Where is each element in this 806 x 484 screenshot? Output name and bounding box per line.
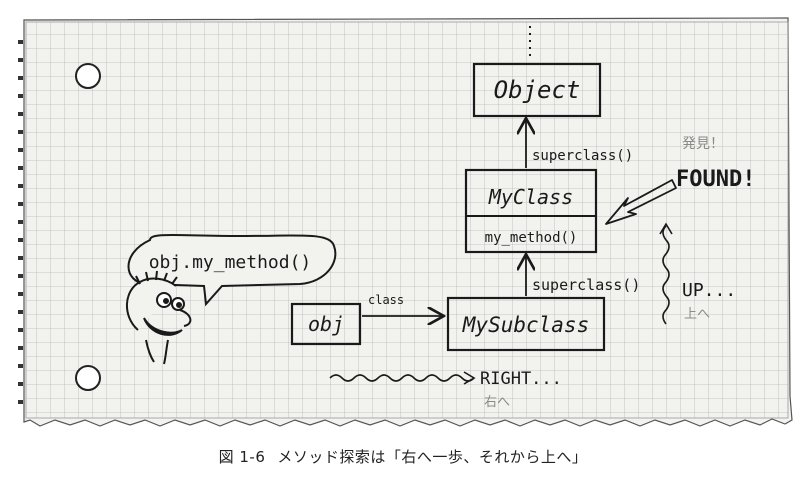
character-nose [179,309,192,327]
binder-holes [75,63,101,391]
right-arrowhead [463,371,476,385]
notebook-paper [23,17,793,427]
right-jp-label: 右へ [484,395,510,410]
found-en-label: FOUND! [676,167,755,192]
myclass-box: MyClass my_method() [464,168,598,254]
speech-bubble-text: obj.my_method() [149,252,312,273]
mysubclass-label: MySubclass [462,313,589,337]
speech-bubble: obj.my_method() [127,234,337,307]
object-class-box: Object [472,62,602,118]
binder-hole-bottom [75,365,101,391]
up-jp-label: 上へ [684,307,710,322]
myclass-label: MyClass [488,185,573,209]
right-wavy-arrow [329,374,475,382]
obj-instance-box: obj [290,302,362,346]
up-en-label: UP... [682,280,736,301]
superclass-label-lower: superclass() [532,276,640,294]
mysubclass-box: MySubclass [446,296,606,352]
caption-number: 図 1-6 [218,448,266,466]
class-arrow-label: class [368,293,404,307]
myclass-method-label: my_method() [485,230,578,246]
right-en-label: RIGHT... [480,369,562,389]
figure-caption: 図 1-6 メソッド探索は「右へ一歩、それから上へ」 [0,446,806,467]
object-class-label: Object [494,76,581,104]
up-arrowhead [659,222,673,235]
binding-perforations [18,40,23,404]
character-mouth [143,317,183,336]
found-arrow [605,179,677,225]
programmer-character [125,270,192,365]
caption-text: メソッド探索は「右へ一歩、それから上へ」 [277,448,588,466]
obj-label: obj [308,312,344,336]
binder-hole-top [75,63,101,89]
up-wavy-arrow [662,225,670,325]
superclass-label-upper: superclass() [532,148,633,164]
found-jp-label: 発見！ [682,136,724,152]
